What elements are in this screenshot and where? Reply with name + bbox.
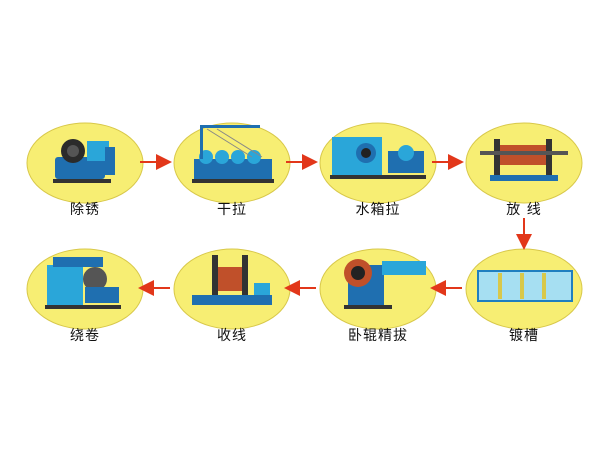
step-take-up: 收线 xyxy=(172,243,292,344)
step-pay-off: 放 线 xyxy=(464,117,584,218)
step-plating-tank: 镀槽 xyxy=(464,243,584,344)
dry-drawing-machine-icon xyxy=(173,122,291,204)
take-up-machine-icon xyxy=(173,248,291,330)
step-label: 干拉 xyxy=(217,202,247,218)
step-label: 卧辊精拔 xyxy=(348,328,408,344)
step-label: 除锈 xyxy=(70,202,100,218)
coiling-machine-icon xyxy=(26,248,144,330)
step-label: 绕卷 xyxy=(70,328,100,344)
step-label: 镀槽 xyxy=(509,328,539,344)
step-dry-drawing: 干拉 xyxy=(172,117,292,218)
horizontal-roller-machine-icon xyxy=(319,248,437,330)
derusting-machine-icon xyxy=(26,122,144,204)
step-water-tank-drawing: 水箱拉 xyxy=(318,117,438,218)
plating-tank-icon xyxy=(465,248,583,330)
step-coiling: 绕卷 xyxy=(25,243,145,344)
step-horizontal-finishing: 卧辊精拔 xyxy=(318,243,438,344)
step-label: 放 线 xyxy=(506,202,542,218)
step-label: 水箱拉 xyxy=(355,202,401,218)
step-label: 收线 xyxy=(217,328,247,344)
pay-off-machine-icon xyxy=(465,122,583,204)
step-derusting: 除锈 xyxy=(25,117,145,218)
water-tank-drawing-machine-icon xyxy=(319,122,437,204)
